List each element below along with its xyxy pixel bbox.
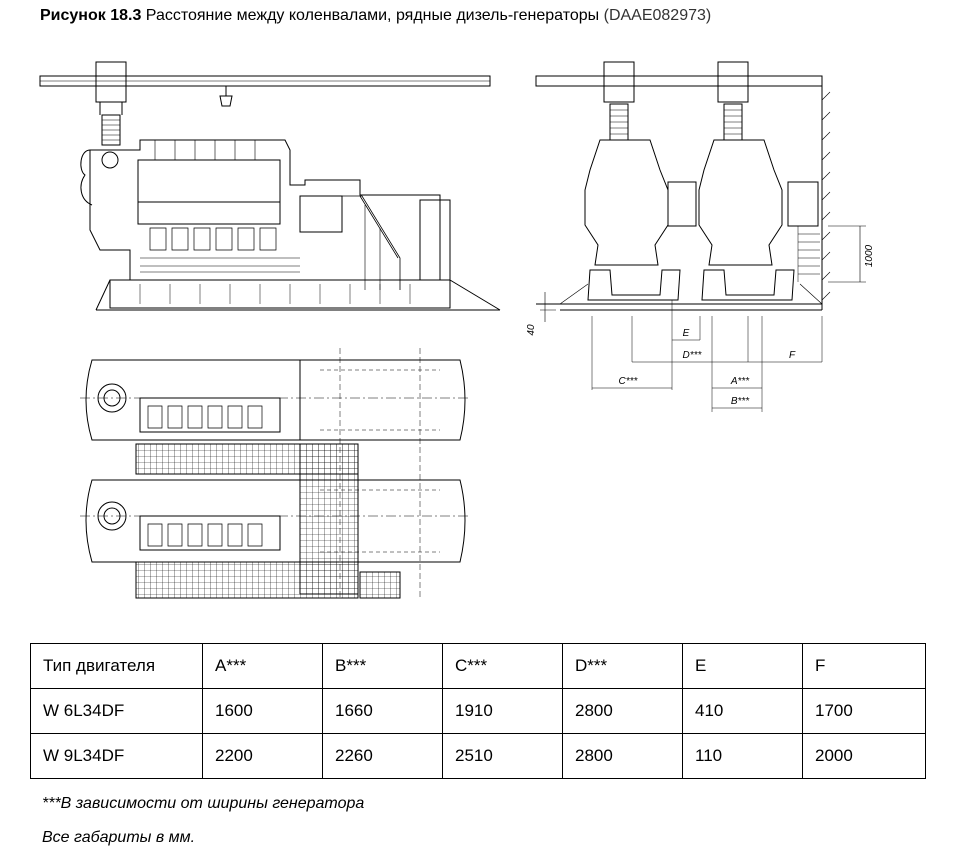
- header-e: E: [682, 643, 803, 689]
- table-cell: 2260: [322, 733, 443, 779]
- table-cell: 2510: [442, 733, 563, 779]
- table-cell: 2800: [562, 733, 683, 779]
- dim-label-b: B***: [731, 396, 750, 407]
- plan-view: [80, 348, 470, 600]
- header-b: B***: [322, 643, 443, 689]
- figure-title: Расстояние между коленвалами, рядные диз…: [145, 7, 600, 24]
- header-c: C***: [442, 643, 563, 689]
- table-cell: 1600: [202, 688, 323, 734]
- header-d: D***: [562, 643, 683, 689]
- dim-label-e: E: [683, 328, 690, 339]
- table-row: W 9L34DF 2200 2260 2510 2800 110 2000: [30, 733, 926, 779]
- table-cell: 2800: [562, 688, 683, 734]
- table-cell: W 9L34DF: [30, 733, 203, 779]
- dim-label-d: D***: [683, 350, 703, 361]
- figure-code: (DAAE082973): [603, 7, 712, 24]
- dim-label-1000: 1000: [864, 244, 875, 267]
- technical-drawing: 1000 40 E D*** F C*** A*** B***: [39, 61, 875, 600]
- side-elevation-view: [39, 61, 501, 311]
- table-cell: 2000: [802, 733, 926, 779]
- table-cell: 110: [682, 733, 803, 779]
- table-row: W 6L34DF 1600 1660 1910 2800 410 1700: [30, 688, 926, 734]
- dimensions-table: Тип двигателя A*** B*** C*** D*** E F W …: [30, 643, 926, 779]
- table-cell: 1910: [442, 688, 563, 734]
- end-elevation-view: [535, 61, 866, 412]
- dim-label-f: F: [789, 350, 796, 361]
- header-a: A***: [202, 643, 323, 689]
- units-note: Все габариты в мм.: [42, 829, 196, 846]
- header-engine-type: Тип двигателя: [30, 643, 203, 689]
- table-cell: W 6L34DF: [30, 688, 203, 734]
- footnote: ***В зависимости от ширины генератора: [42, 795, 365, 812]
- header-f: F: [802, 643, 926, 689]
- dim-label-c: C***: [619, 376, 639, 387]
- dim-label-a: A***: [730, 376, 750, 387]
- table-cell: 1700: [802, 688, 926, 734]
- table-header-row: Тип двигателя A*** B*** C*** D*** E F: [30, 643, 926, 689]
- table-cell: 2200: [202, 733, 323, 779]
- dim-label-40: 40: [526, 324, 537, 336]
- figure-caption: Рисунок 18.3 Расстояние между коленвалам…: [40, 7, 711, 25]
- figure-number: Рисунок 18.3: [40, 7, 142, 24]
- table-cell: 410: [682, 688, 803, 734]
- table-cell: 1660: [322, 688, 443, 734]
